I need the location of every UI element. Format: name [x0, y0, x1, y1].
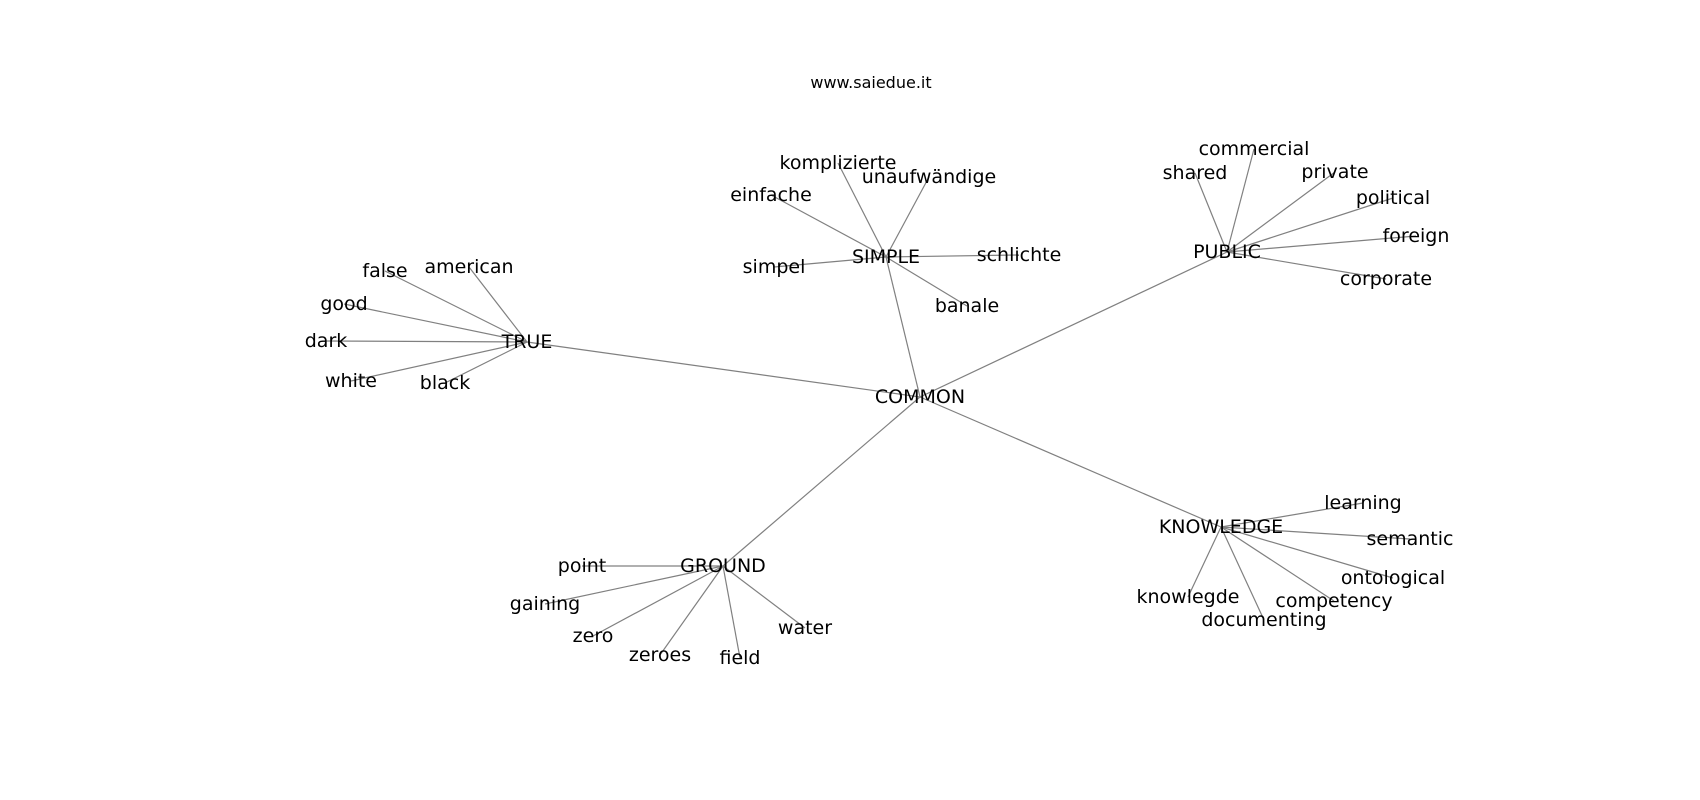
edge-ground-to-zeroes	[659, 565, 724, 656]
edge-public-to-shared	[1194, 172, 1228, 253]
node-hub-simple: SIMPLE	[852, 246, 920, 268]
node-leaf-einfache: einfache	[730, 184, 812, 206]
node-hub-true: TRUE	[501, 331, 553, 353]
node-leaf-false: false	[362, 260, 407, 282]
edge-true-to-good	[343, 303, 528, 343]
edge-layer	[325, 148, 1417, 659]
edge-ground-to-water	[722, 565, 806, 629]
edge-public-to-commercial	[1226, 148, 1255, 253]
edge-knowledge-to-semantic	[1220, 526, 1411, 540]
edge-root-to-knowledge	[919, 396, 1222, 528]
edge-knowledge-to-competency	[1220, 526, 1335, 602]
node-leaf-water: water	[778, 617, 832, 639]
node-leaf-learning: learning	[1324, 492, 1402, 514]
node-leaf-corporate: corporate	[1340, 268, 1432, 290]
node-leaf-black: black	[420, 372, 470, 394]
edge-knowledge-to-learning	[1220, 502, 1364, 528]
node-leaf-private: private	[1301, 161, 1368, 183]
edge-true-to-dark	[325, 340, 528, 343]
node-leaf-knowlegde: knowlegde	[1137, 586, 1240, 608]
node-leaf-zeroes: zeroes	[629, 644, 691, 666]
node-hub-ground: GROUND	[680, 555, 766, 577]
node-leaf-komplizierte: komplizierte	[780, 152, 897, 174]
node-leaf-documenting: documenting	[1201, 609, 1326, 631]
edge-true-to-white	[350, 341, 528, 382]
edge-simple-to-banale	[885, 256, 968, 307]
edge-true-to-black	[444, 341, 528, 384]
edge-root-to-public	[919, 251, 1228, 398]
edge-knowledge-to-documenting	[1220, 526, 1265, 621]
edge-true-to-false	[384, 270, 528, 343]
node-leaf-point: point	[558, 555, 606, 577]
node-leaf-gaining: gaining	[510, 593, 580, 615]
node-leaf-schlichte: schlichte	[977, 244, 1062, 266]
edge-knowledge-to-ontological	[1220, 526, 1394, 579]
site-label: www.saiedue.it	[810, 73, 931, 92]
node-leaf-ontological: ontological	[1341, 567, 1445, 589]
edge-simple-to-unaufwandige	[885, 176, 930, 258]
edge-ground-to-field	[722, 565, 741, 659]
edge-root-to-simple	[885, 256, 921, 398]
edge-simple-to-simpel	[773, 256, 887, 268]
node-leaf-white: white	[325, 370, 377, 392]
node-root-common: COMMON	[875, 386, 965, 408]
node-leaf-semantic: semantic	[1367, 528, 1454, 550]
edge-public-to-corporate	[1226, 251, 1387, 280]
node-leaf-foreign: foreign	[1383, 225, 1450, 247]
node-leaf-dark: dark	[305, 330, 348, 352]
node-leaf-competency: competency	[1275, 590, 1392, 612]
node-leaf-zero: zero	[573, 625, 614, 647]
node-leaf-commercial: commercial	[1199, 138, 1310, 160]
node-leaf-banale: banale	[935, 295, 999, 317]
edge-true-to-american	[468, 266, 528, 343]
node-leaf-shared: shared	[1163, 162, 1228, 184]
edge-simple-to-einfache	[770, 194, 887, 258]
edge-knowledge-to-knowlegde	[1187, 526, 1222, 598]
edge-public-to-foreign	[1226, 235, 1417, 253]
edge-public-to-private	[1226, 171, 1336, 253]
edge-public-to-political	[1226, 197, 1394, 253]
node-hub-public: PUBLIC	[1193, 241, 1261, 263]
edge-ground-to-gaining	[544, 565, 724, 605]
edge-simple-to-schlichte	[885, 254, 1020, 258]
node-leaf-unaufwandige: unaufwändige	[862, 166, 996, 188]
node-leaf-field: field	[720, 647, 761, 669]
node-leaf-political: political	[1356, 187, 1430, 209]
node-leaf-american: american	[424, 256, 513, 278]
edge-root-to-ground	[722, 396, 921, 567]
node-leaf-good: good	[320, 293, 367, 315]
node-leaf-simpel: simpel	[743, 256, 806, 278]
edge-simple-to-komplizierte	[837, 162, 887, 258]
edge-ground-to-zero	[592, 565, 724, 637]
edge-root-to-true	[526, 341, 921, 398]
node-hub-knowledge: KNOWLEDGE	[1159, 516, 1283, 538]
